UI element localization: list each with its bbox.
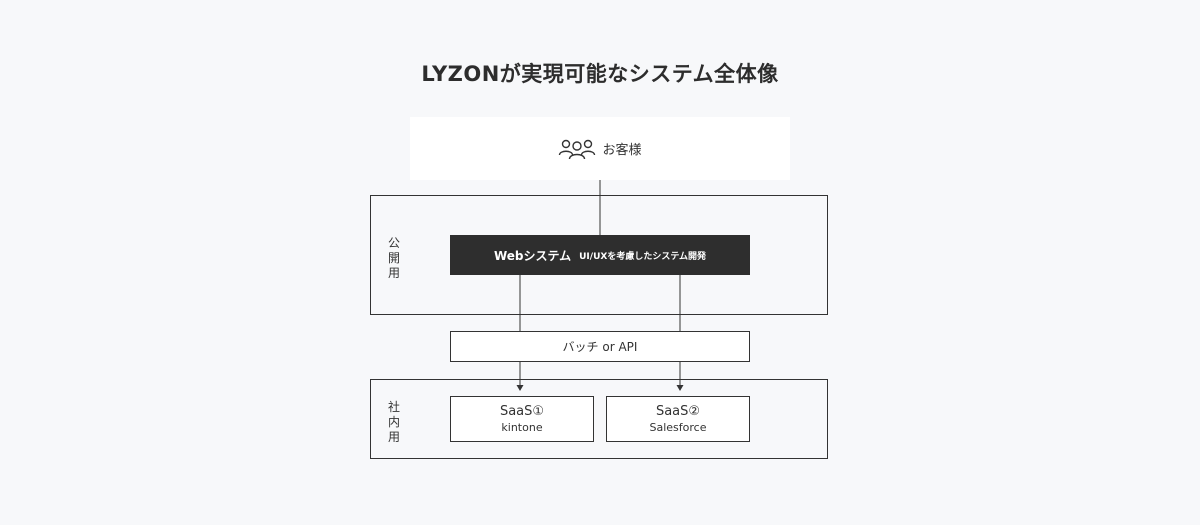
users-icon	[559, 139, 596, 159]
batch-api-label: バッチ or API	[562, 340, 638, 354]
customer-label: お客様	[602, 143, 642, 158]
public-zone-label: 公開用	[388, 236, 401, 280]
diagram-title: LYZONが実現可能なシステム全体像	[421, 62, 779, 86]
saas-node-salesforce: SaaS② Salesforce	[606, 396, 750, 442]
saas-product: kintone	[501, 421, 543, 434]
customer-node: お客様	[410, 117, 790, 180]
public-zone: 公開用	[370, 195, 828, 315]
web-system-sublabel: UI/UXを考慮したシステム開発	[579, 251, 707, 262]
saas-product: Salesforce	[649, 421, 707, 434]
saas2-arrowhead	[676, 385, 684, 391]
internal-zone: 社内用	[370, 379, 828, 459]
batch-api-node: バッチ or API	[450, 331, 750, 362]
web-system-node: Webシステム UI/UXを考慮したシステム開発	[450, 235, 750, 275]
saas-node-kintone: SaaS① kintone	[450, 396, 594, 442]
internal-zone-label: 社内用	[388, 400, 401, 444]
saas-name: SaaS②	[655, 404, 701, 419]
web-system-label: Webシステム	[493, 248, 572, 263]
saas1-arrowhead	[516, 385, 524, 391]
saas-name: SaaS①	[499, 404, 545, 419]
